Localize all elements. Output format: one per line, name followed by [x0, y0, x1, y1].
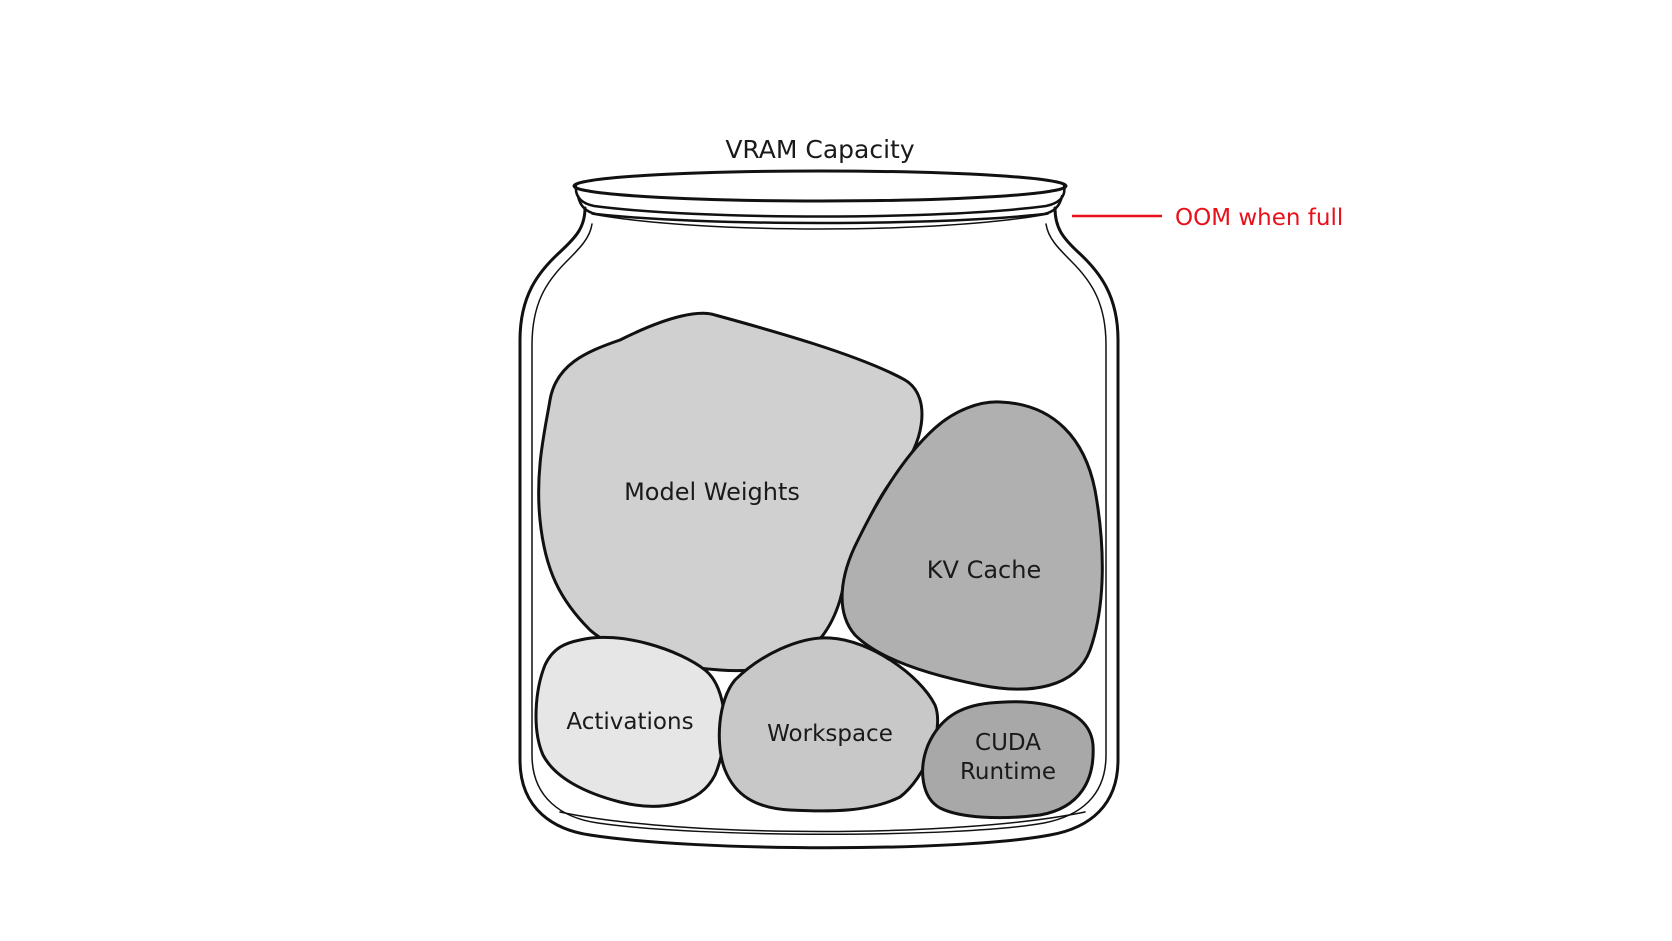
cuda-runtime-label-line1: CUDA: [975, 730, 1041, 756]
activations-shape: [534, 635, 727, 808]
jar-rim-lip: [574, 184, 1066, 218]
jar-bottom-curve: [559, 811, 1086, 833]
component-cuda-runtime: CUDA Runtime: [921, 700, 1095, 820]
activations-label: Activations: [566, 709, 693, 735]
kv-cache-shape: [840, 400, 1104, 691]
cuda-runtime-label-line2: Runtime: [960, 759, 1056, 785]
diagram-title: VRAM Capacity: [725, 135, 915, 164]
jar: [518, 169, 1120, 850]
oom-callout-label: OOM when full: [1175, 205, 1343, 231]
jar-neck-band: [576, 194, 1064, 225]
component-workspace: Workspace: [717, 636, 940, 813]
jar-inner-wall: [531, 223, 1107, 835]
workspace-shape: [717, 636, 940, 813]
cuda-runtime-shape: [921, 700, 1095, 820]
jar-neck-line: [591, 213, 1049, 230]
jar-rim: [572, 169, 1068, 203]
component-activations: Activations: [534, 635, 727, 808]
component-model-weights: Model Weights: [537, 311, 924, 673]
model-weights-label: Model Weights: [624, 478, 800, 506]
component-kv-cache: KV Cache: [840, 400, 1104, 691]
jar-body-outline: [518, 206, 1120, 850]
workspace-label: Workspace: [767, 721, 893, 747]
kv-cache-label: KV Cache: [927, 556, 1041, 584]
